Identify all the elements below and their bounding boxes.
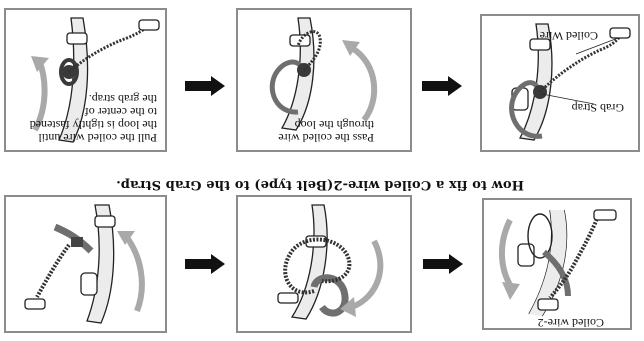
diagram-title: How to fix a Coiled wire-2(Belt type) to… bbox=[116, 177, 524, 192]
strap-buckle-icon bbox=[518, 244, 534, 266]
strap-clip-icon bbox=[67, 33, 87, 44]
note-pass-line-2: through the loop bbox=[278, 118, 374, 131]
label-coiled-wire: Coiled Wire bbox=[540, 30, 598, 42]
step-arrow-3 bbox=[420, 75, 464, 97]
strap-clip-icon bbox=[306, 236, 326, 247]
connector-icon bbox=[25, 299, 45, 309]
connector-icon bbox=[139, 20, 159, 30]
step-2-panel bbox=[236, 195, 412, 333]
connector-icon bbox=[594, 210, 616, 220]
note-pull-line-4: the grab strap. bbox=[30, 92, 157, 105]
note-pull: Pull the coiled wire until the loop is t… bbox=[30, 92, 157, 144]
label-grab-strap: Grab Strap bbox=[572, 102, 624, 114]
step-3-panel bbox=[4, 195, 167, 333]
left-arrow-icon bbox=[421, 253, 465, 275]
left-arrow-icon bbox=[420, 75, 464, 97]
left-arrow-icon bbox=[183, 253, 227, 275]
step-arrow-1 bbox=[421, 253, 465, 275]
belt-buckle-icon bbox=[71, 237, 83, 247]
strap-clip-icon bbox=[95, 216, 115, 227]
strap-buckle-icon bbox=[81, 273, 97, 295]
strap-clip-icon bbox=[538, 299, 558, 310]
label-coiled-wire-2: Coiled wire-2 bbox=[538, 317, 604, 329]
step-6-panel: Pull the coiled wire until the loop is t… bbox=[4, 8, 167, 152]
step-1-panel: Coiled wire-2 bbox=[482, 198, 632, 330]
note-pull-line-1: Pull the coiled wire until bbox=[30, 131, 157, 144]
left-arrow-icon bbox=[183, 75, 227, 97]
step-5-panel: Pass the coiled wire through the loop bbox=[236, 8, 412, 152]
step-arrow-2 bbox=[183, 253, 227, 275]
step-4-panel: Grab Strap Coiled Wire bbox=[480, 14, 640, 152]
note-pass-through: Pass the coiled wire through the loop bbox=[278, 118, 374, 144]
step-1-illustration bbox=[484, 200, 630, 328]
curved-arrow-icon bbox=[502, 282, 520, 300]
note-pass-line-1: Pass the coiled wire bbox=[278, 131, 374, 144]
note-pull-line-2: the loop is tightly fastened bbox=[30, 118, 157, 131]
step-arrow-4 bbox=[183, 75, 227, 97]
connector-icon bbox=[278, 293, 298, 303]
connector-icon bbox=[610, 28, 630, 38]
note-pull-line-3: to the center of bbox=[30, 105, 157, 118]
step-3-illustration bbox=[6, 197, 165, 331]
step-2-illustration bbox=[238, 197, 410, 331]
